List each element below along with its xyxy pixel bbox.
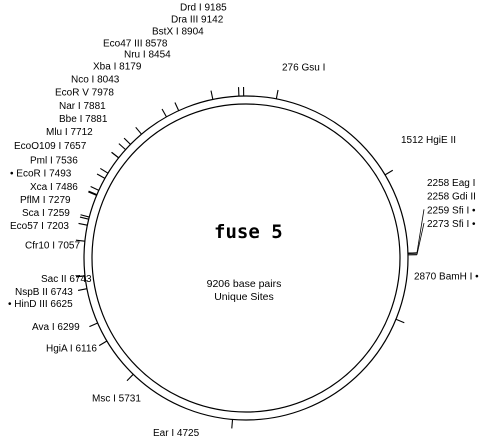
site-label-ecoo109-i-7657: EcoO109 I 7657 (14, 141, 87, 152)
plasmid-unique-label: Unique Sites (214, 291, 274, 303)
site-label-sfi-i-2259: 2259 Sfi I • (427, 205, 476, 216)
site-label-cfr10-i-7057: Cfr10 I 7057 (25, 241, 80, 252)
site-label-gdi-ii-2258: 2258 Gdi II (427, 192, 476, 203)
site-label-mlu-i-7712: Mlu I 7712 (46, 127, 93, 138)
site-leader-2259 (416, 209, 425, 254)
site-tick-ecor-v-7978 (118, 143, 126, 151)
site-label-ecor-v-7978: EcoR V 7978 (55, 87, 114, 98)
site-tick-ecor-i-7493 (88, 190, 98, 196)
site-label-bbe-i-7881: Bbe I 7881 (59, 114, 108, 125)
site-label-nar-i-7881: Nar I 7881 (59, 101, 106, 112)
site-label-xba-i-8179: Xba I 8179 (93, 62, 142, 73)
site-tick-hind-iii-6625 (77, 288, 88, 291)
site-leaders (416, 209, 425, 255)
site-tick-hgia-i-6116 (98, 340, 108, 347)
site-label-hind-iii-6625: • HinD III 6625 (8, 299, 73, 310)
site-tick-xba-i-8179 (135, 126, 142, 135)
site-label-ear-i-4725: Ear I 4725 (153, 428, 200, 439)
site-label-nspb-ii-6743: NspB II 6743 (15, 287, 73, 298)
plasmid-inner-ring (91, 103, 401, 413)
site-label-nco-i-8043: Nco I 8043 (71, 75, 120, 86)
site-tick-pflm-i-7279 (80, 214, 90, 218)
site-label-eco57-i-7203: Eco57 I 7203 (10, 221, 69, 232)
site-label-gsu-i-276: 276 Gsu I (282, 63, 325, 74)
site-tick-hgie-ii-1512 (384, 169, 394, 176)
site-label-ecor-i-7493: • EcoR I 7493 (10, 168, 72, 179)
site-tick-gsu-i-276 (275, 89, 279, 99)
site-tick-bstx-i-8904 (210, 90, 214, 100)
site-label-eag-i-2258: 2258 Eag I (427, 178, 475, 189)
site-tick-mlu-i-7712 (100, 167, 109, 174)
site-tick-sca-i-7259 (79, 216, 89, 220)
site-tick-nco-i-8043 (123, 137, 131, 145)
site-label-ava-i-6299: Ava I 6299 (32, 322, 80, 333)
site-label-pflm-i-7279: PflM I 7279 (20, 195, 71, 206)
site-tick-ava-i-6299 (89, 322, 98, 328)
site-tick-eco57-i-7203 (78, 222, 88, 226)
site-label-sac-ii-6743: Sac II 6743 (41, 274, 92, 285)
plasmid-size-label: 9206 base pairs (207, 278, 282, 290)
site-tick-xca-i-7486 (88, 191, 97, 196)
site-label-drd-i-9185: Drd I 9185 (180, 2, 227, 13)
site-label-xca-i-7486: Xca I 7486 (30, 182, 78, 193)
site-ticks (75, 87, 417, 429)
site-label-bamh-i-2870: 2870 BamH I • (414, 272, 479, 283)
site-label-msc-i-5731: Msc I 5731 (92, 394, 141, 405)
site-tick-bamh-i-2870 (395, 318, 405, 324)
site-tick-nspb-ii-6743 (75, 275, 86, 278)
site-label-nru-i-8454: Nru I 8454 (124, 50, 171, 61)
site-label-sca-i-7259: Sca I 7259 (22, 208, 70, 219)
site-label-dra-iii-9142: Dra III 9142 (171, 14, 224, 25)
site-label-pml-i-7536: Pml I 7536 (30, 155, 78, 166)
site-tick-pml-i-7536 (90, 186, 100, 191)
site-tick-nru-i-8454 (161, 108, 167, 118)
site-tick-msc-i-5731 (126, 373, 134, 382)
site-label-bstx-i-8904: BstX I 8904 (152, 26, 204, 37)
site-tick-ecoo109-i-7657 (96, 173, 106, 179)
site-tick-cfr10-i-7057 (75, 239, 85, 242)
site-label-hgia-i-6116: HgiA I 6116 (46, 344, 97, 355)
site-label-sfi-i-2273: 2273 Sfi I • (427, 219, 476, 230)
site-tick-ear-i-4725 (231, 419, 234, 429)
site-label-eco47-iii-8578: Eco47 III 8578 (103, 38, 168, 49)
site-label-hgie-ii-1512: 1512 HgiE II (401, 135, 456, 146)
site-tick-eco47-iii-8578 (174, 102, 180, 111)
site-leader-2273 (416, 222, 425, 255)
plasmid-outer-ring (83, 95, 409, 421)
site-tick-bbe-i-7881 (111, 151, 120, 159)
plasmid-title: fuse 5 (214, 221, 283, 243)
